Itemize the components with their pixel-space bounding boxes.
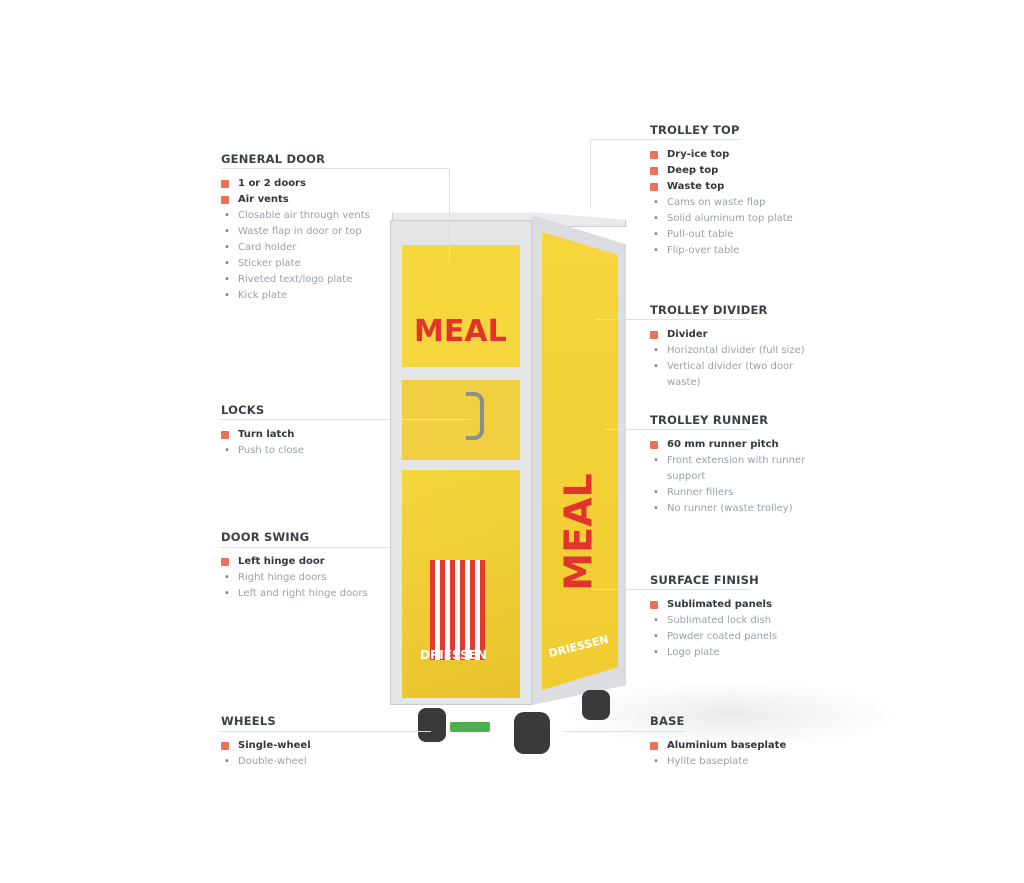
section-title: WHEELS [221, 714, 276, 728]
leader-line [221, 731, 431, 732]
wheel [582, 690, 610, 720]
lock-dish[interactable] [402, 380, 520, 460]
feature-list: Sublimated panelsSublimated lock dishPow… [650, 597, 850, 661]
section-locks: LOCKS Turn latchPush to close [221, 403, 421, 459]
brake-pedal[interactable] [450, 722, 490, 732]
optional-feature: Front extension with runner support [650, 453, 815, 485]
standard-feature: Single-wheel [221, 738, 421, 754]
optional-feature: Double-wheel [221, 754, 421, 770]
standard-feature: Deep top [650, 163, 850, 179]
trolley-shadow [560, 680, 900, 750]
feature-list: Single-wheelDouble-wheel [221, 738, 421, 770]
section-door-swing: DOOR SWING Left hinge doorRight hinge doo… [221, 530, 421, 602]
leader-line [590, 589, 750, 590]
section-title: LOCKS [221, 403, 265, 417]
section-title: BASE [650, 714, 685, 728]
leader-line [595, 319, 750, 320]
optional-feature: Push to close [221, 443, 421, 459]
standard-feature: Dry-ice top [650, 147, 850, 163]
optional-feature: Right hinge doors [221, 570, 421, 586]
standard-feature: Left hinge door [221, 554, 421, 570]
wheel [514, 712, 550, 754]
striped-bag [430, 560, 485, 660]
side-panel [542, 232, 618, 690]
optional-feature: Sublimated lock dish [650, 613, 850, 629]
leader-line [590, 139, 740, 140]
section-title: TROLLEY RUNNER [650, 413, 769, 427]
optional-feature: Card holder [221, 240, 421, 256]
optional-feature: Powder coated panels [650, 629, 850, 645]
standard-feature: Aluminium baseplate [650, 738, 850, 754]
optional-feature: Logo plate [650, 645, 850, 661]
optional-feature: Sticker plate [221, 256, 421, 272]
leader-line [221, 547, 396, 548]
leader-line [221, 419, 471, 420]
section-title: SURFACE FINISH [650, 573, 759, 587]
section-trolley-divider: TROLLEY DIVIDER DividerHorizontal divider… [650, 303, 815, 391]
leader-line [590, 139, 591, 209]
feature-list: Aluminium baseplateHylite baseplate [650, 738, 850, 770]
front-upper-panel [402, 245, 520, 367]
optional-feature: Solid aluminum top plate [650, 211, 850, 227]
section-surface-finish: SURFACE FINISH Sublimated panelsSublimate… [650, 573, 850, 661]
leader-line [221, 168, 449, 169]
optional-feature: Pull-out table [650, 227, 850, 243]
standard-feature: 60 mm runner pitch [650, 437, 815, 453]
wheel [418, 708, 446, 742]
section-trolley-runner: TROLLEY RUNNER 60 mm runner pitchFront ex… [650, 413, 815, 517]
section-title: TROLLEY TOP [650, 123, 740, 137]
section-title: TROLLEY DIVIDER [650, 303, 768, 317]
optional-feature: Left and right hinge doors [221, 586, 421, 602]
optional-feature: Closable air through vents [221, 208, 421, 224]
standard-feature: Air vents [221, 192, 421, 208]
feature-list: 60 mm runner pitchFront extension with r… [650, 437, 815, 517]
standard-feature: 1 or 2 doors [221, 176, 421, 192]
section-base: BASE Aluminium baseplateHylite baseplate [650, 714, 850, 770]
optional-feature: Hylite baseplate [650, 754, 850, 770]
optional-feature: No runner (waste trolley) [650, 501, 815, 517]
leader-line [449, 168, 450, 263]
optional-feature: Runner fillers [650, 485, 815, 501]
optional-feature: Kick plate [221, 288, 421, 304]
feature-list: Turn latchPush to close [221, 427, 421, 459]
optional-feature: Flip-over table [650, 243, 850, 259]
standard-feature: Turn latch [221, 427, 421, 443]
standard-feature: Divider [650, 327, 815, 343]
standard-feature: Sublimated panels [650, 597, 850, 613]
brand-logo-front: DRIESSEN [420, 648, 487, 662]
turn-latch[interactable] [466, 392, 484, 440]
feature-list: DividerHorizontal divider (full size)Ver… [650, 327, 815, 391]
feature-list: Left hinge doorRight hinge doorsLeft and… [221, 554, 421, 602]
optional-feature: Horizontal divider (full size) [650, 343, 815, 359]
leader-line [605, 429, 750, 430]
section-title: DOOR SWING [221, 530, 310, 544]
optional-feature: Vertical divider (two door waste) [650, 359, 815, 391]
meal-front-text: MEAL [414, 314, 507, 349]
standard-feature: Waste top [650, 179, 850, 195]
optional-feature: Waste flap in door or top [221, 224, 421, 240]
meal-side-text: MEAL [556, 473, 601, 591]
leader-line [565, 731, 685, 732]
section-wheels: WHEELS Single-wheelDouble-wheel [221, 714, 421, 770]
section-title: GENERAL DOOR [221, 152, 326, 166]
optional-feature: Cams on waste flap [650, 195, 850, 211]
optional-feature: Riveted text/logo plate [221, 272, 421, 288]
